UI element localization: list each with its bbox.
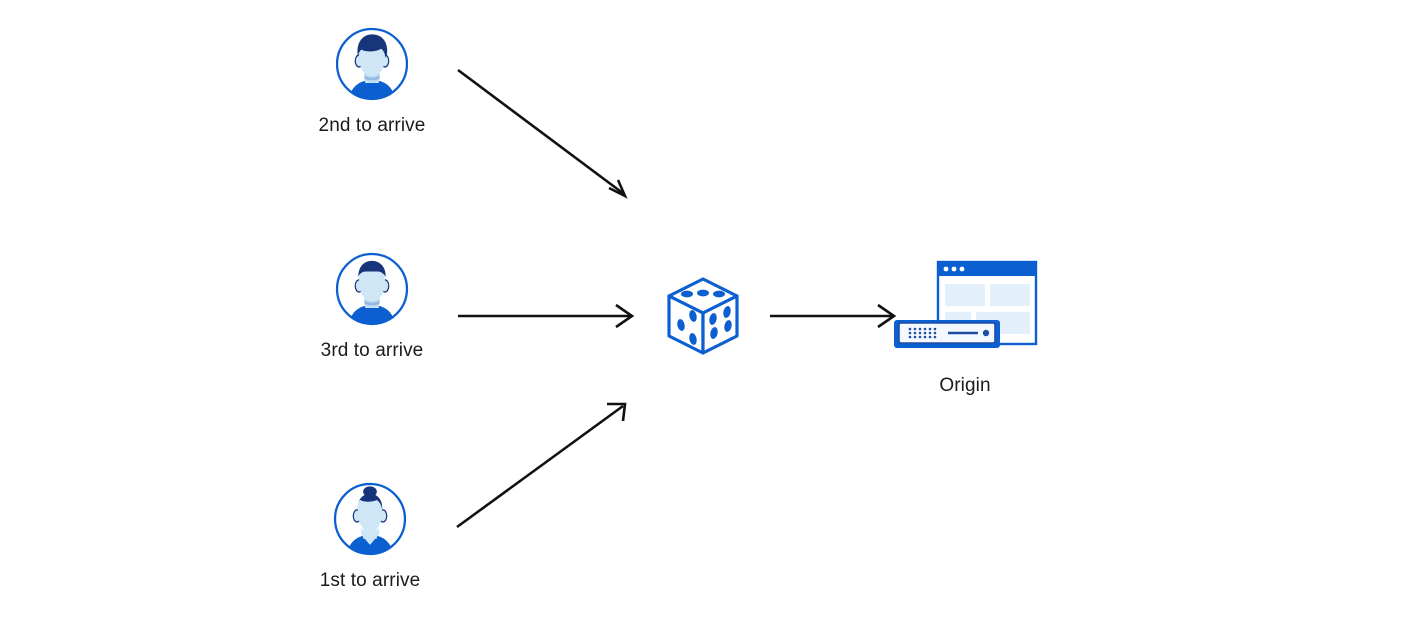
node-visitor-3rd[interactable]: 3rd to arrive	[292, 251, 452, 363]
user-avatar-icon	[335, 27, 409, 101]
node-visitor-2nd[interactable]: 2nd to arrive	[292, 26, 452, 138]
node-randomizer[interactable]	[648, 263, 758, 371]
node-label: 2nd to arrive	[318, 115, 426, 136]
node-origin[interactable]: Origin	[865, 258, 1065, 398]
node-label: 3rd to arrive	[320, 340, 424, 361]
node-label: 1st to arrive	[319, 570, 421, 591]
server-unit-icon	[894, 320, 1000, 348]
node-visitor-1st[interactable]: 1st to arrive	[290, 481, 450, 593]
node-label: Origin	[939, 375, 991, 396]
arrow-1st-to-dice	[456, 402, 627, 529]
arrow-2nd-to-dice	[457, 68, 628, 199]
origin-server-icon	[894, 260, 1038, 348]
user-avatar-icon	[335, 252, 409, 326]
arrow-3rd-to-dice	[458, 303, 635, 329]
dice-icon	[667, 277, 739, 355]
user-avatar-icon	[333, 482, 407, 556]
